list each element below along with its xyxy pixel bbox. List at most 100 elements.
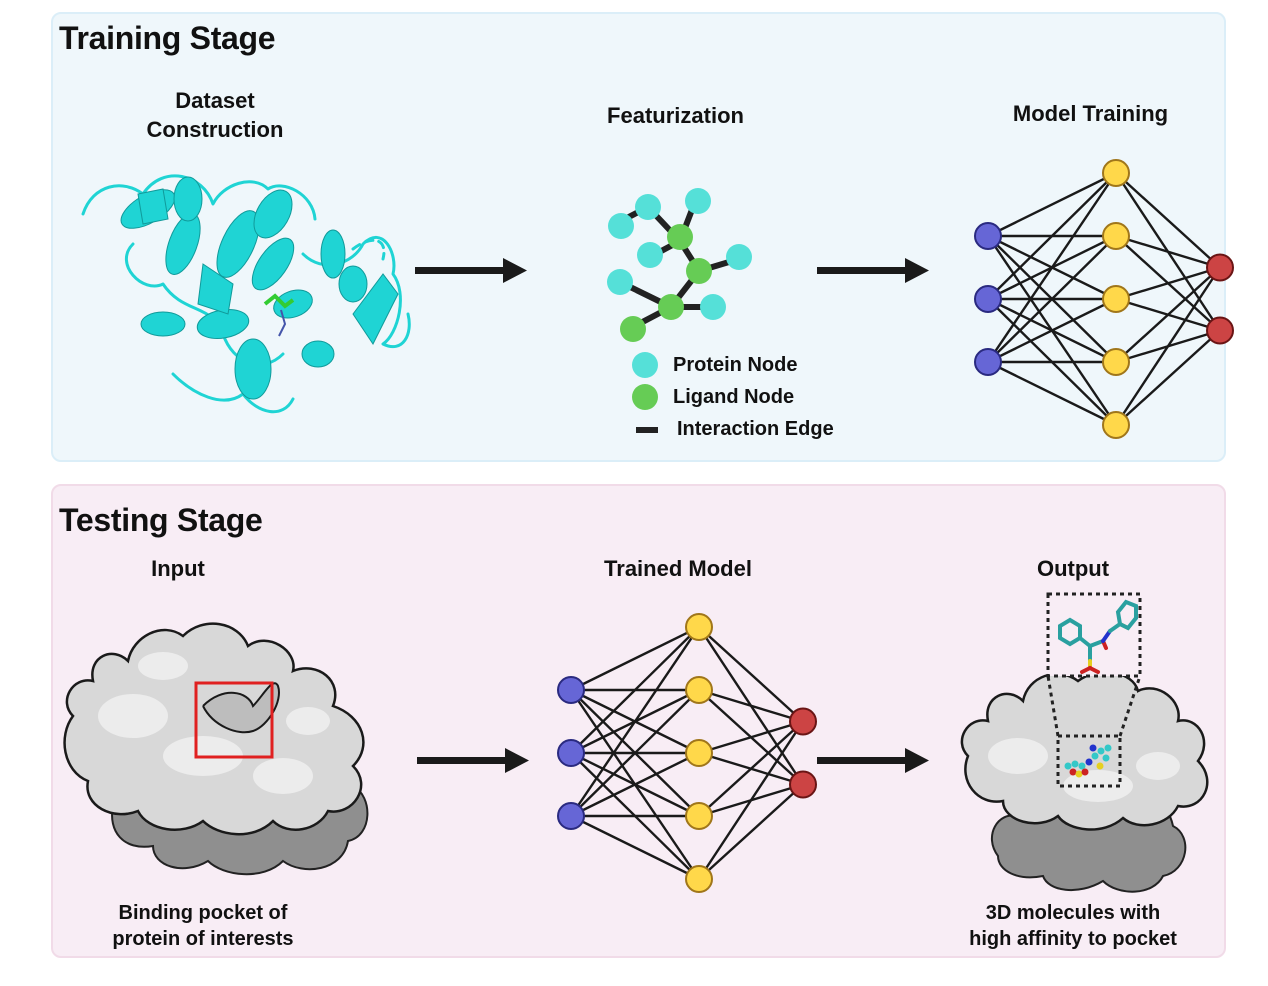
input-neuron xyxy=(974,285,1002,313)
network-connection xyxy=(987,172,1117,363)
helix xyxy=(301,340,335,368)
protein-surface-input xyxy=(63,622,369,876)
legend-ligand-label: Ligand Node xyxy=(673,385,795,408)
backbone-loop xyxy=(81,174,317,221)
ligand-node xyxy=(686,258,712,284)
hidden-neuron xyxy=(685,865,713,893)
helix xyxy=(234,338,272,400)
network-connection xyxy=(987,235,1117,363)
arrow-right-icon xyxy=(817,258,929,283)
legend-ligand-node: Ligand Node xyxy=(632,384,794,410)
network-connection xyxy=(698,720,804,817)
network-connection xyxy=(987,360,1117,427)
surface-patch xyxy=(138,652,188,680)
surface-patch xyxy=(1063,770,1133,802)
network-connection xyxy=(1115,266,1221,363)
arrow-right-icon xyxy=(417,748,529,773)
surface-patch xyxy=(253,758,313,794)
network-connection xyxy=(698,720,804,755)
output-caption: 3D molecules with high affinity to pocke… xyxy=(933,900,1213,952)
protein-node xyxy=(700,294,726,320)
helix xyxy=(320,229,346,279)
backbone-loop xyxy=(301,236,411,349)
legend-edge-label: Interaction Edge xyxy=(677,418,834,440)
input-neuron xyxy=(557,802,585,830)
input-caption-line2: protein of interests xyxy=(112,928,294,950)
network-connection xyxy=(1115,172,1221,269)
helix xyxy=(140,311,186,337)
testing-stage-title: Testing Stage xyxy=(59,502,263,538)
backbone-loop xyxy=(171,372,295,414)
disordered-loop xyxy=(351,238,386,261)
network-connection xyxy=(570,626,700,817)
featurization-label: Featurization xyxy=(607,103,744,128)
hidden-neuron xyxy=(685,613,713,641)
surface-patch xyxy=(1136,752,1180,780)
beta-sheet xyxy=(137,188,169,225)
input-neuron xyxy=(974,348,1002,376)
legend-protein-node: Protein Node xyxy=(632,352,797,378)
hidden-neuron xyxy=(1102,159,1130,187)
network-connection xyxy=(698,626,804,723)
protein-node-circle-icon xyxy=(632,352,658,378)
ligand-node-circle-icon xyxy=(632,384,658,410)
helix xyxy=(338,265,368,303)
surface-patch xyxy=(286,707,330,735)
protein-node xyxy=(608,213,634,239)
output-neuron xyxy=(789,707,817,736)
dataset-construction-label: Dataset Construction xyxy=(115,86,315,144)
output-caption-line1: 3D molecules with xyxy=(985,902,1161,924)
beta-sheet xyxy=(197,263,234,315)
legend-protein-label: Protein Node xyxy=(673,353,798,376)
protein-cartoon-structure xyxy=(81,174,411,414)
network-connection xyxy=(1115,266,1221,301)
network-connection xyxy=(987,171,1117,238)
binding-pocket-box xyxy=(194,681,274,759)
molecule-stick-model xyxy=(1058,599,1138,674)
input-neuron xyxy=(557,676,585,704)
output-neuron xyxy=(789,770,817,799)
input-caption: Binding pocket of protein of interests xyxy=(93,900,313,952)
hidden-neuron xyxy=(1102,411,1130,439)
network-connection xyxy=(570,689,700,817)
trained-model-label: Trained Model xyxy=(604,556,752,581)
arrow-right-icon xyxy=(415,258,527,283)
input-neuron xyxy=(557,739,585,767)
model-training-label: Model Training xyxy=(1012,101,1169,126)
network-connection xyxy=(987,297,1117,364)
arrow-right-icon xyxy=(817,748,929,773)
zoom-connector xyxy=(1046,675,1060,737)
output-label: Output xyxy=(1036,556,1110,581)
input-caption-line1: Binding pocket of xyxy=(118,902,288,924)
beta-sheet xyxy=(352,273,399,345)
protein-node xyxy=(635,194,661,220)
molecule-inset-box xyxy=(1046,592,1142,678)
interaction-graph xyxy=(607,188,752,342)
network-connection xyxy=(698,688,804,723)
surface-patch xyxy=(988,738,1048,774)
ligand-node xyxy=(658,294,684,320)
training-stage-title: Training Stage xyxy=(59,20,276,56)
network-connection xyxy=(1115,234,1221,269)
network-connection xyxy=(570,751,700,818)
training-stage-panel: Training Stage Dataset Construction Feat… xyxy=(51,12,1234,462)
bound-ligand-stick xyxy=(263,293,295,309)
neural-network-trained xyxy=(557,613,817,893)
neural-network-training xyxy=(974,159,1234,439)
output-caption-line2: high affinity to pocket xyxy=(969,928,1177,950)
dataset-label-line1: Dataset xyxy=(175,88,255,113)
protein-node xyxy=(685,188,711,214)
ligand-detail xyxy=(278,309,287,337)
dataset-label-line2: Construction xyxy=(146,117,284,142)
protein-surface-output xyxy=(960,592,1209,893)
network-connection xyxy=(987,172,1117,300)
hidden-neuron xyxy=(1102,285,1130,313)
output-neuron xyxy=(1206,253,1234,282)
protein-node xyxy=(637,242,663,268)
hidden-neuron xyxy=(685,676,713,704)
output-neuron xyxy=(1206,316,1234,345)
hidden-neuron xyxy=(685,739,713,767)
legend-interaction-edge: Interaction Edge xyxy=(632,418,834,441)
network-connection xyxy=(570,814,700,881)
network-connection xyxy=(698,783,804,880)
